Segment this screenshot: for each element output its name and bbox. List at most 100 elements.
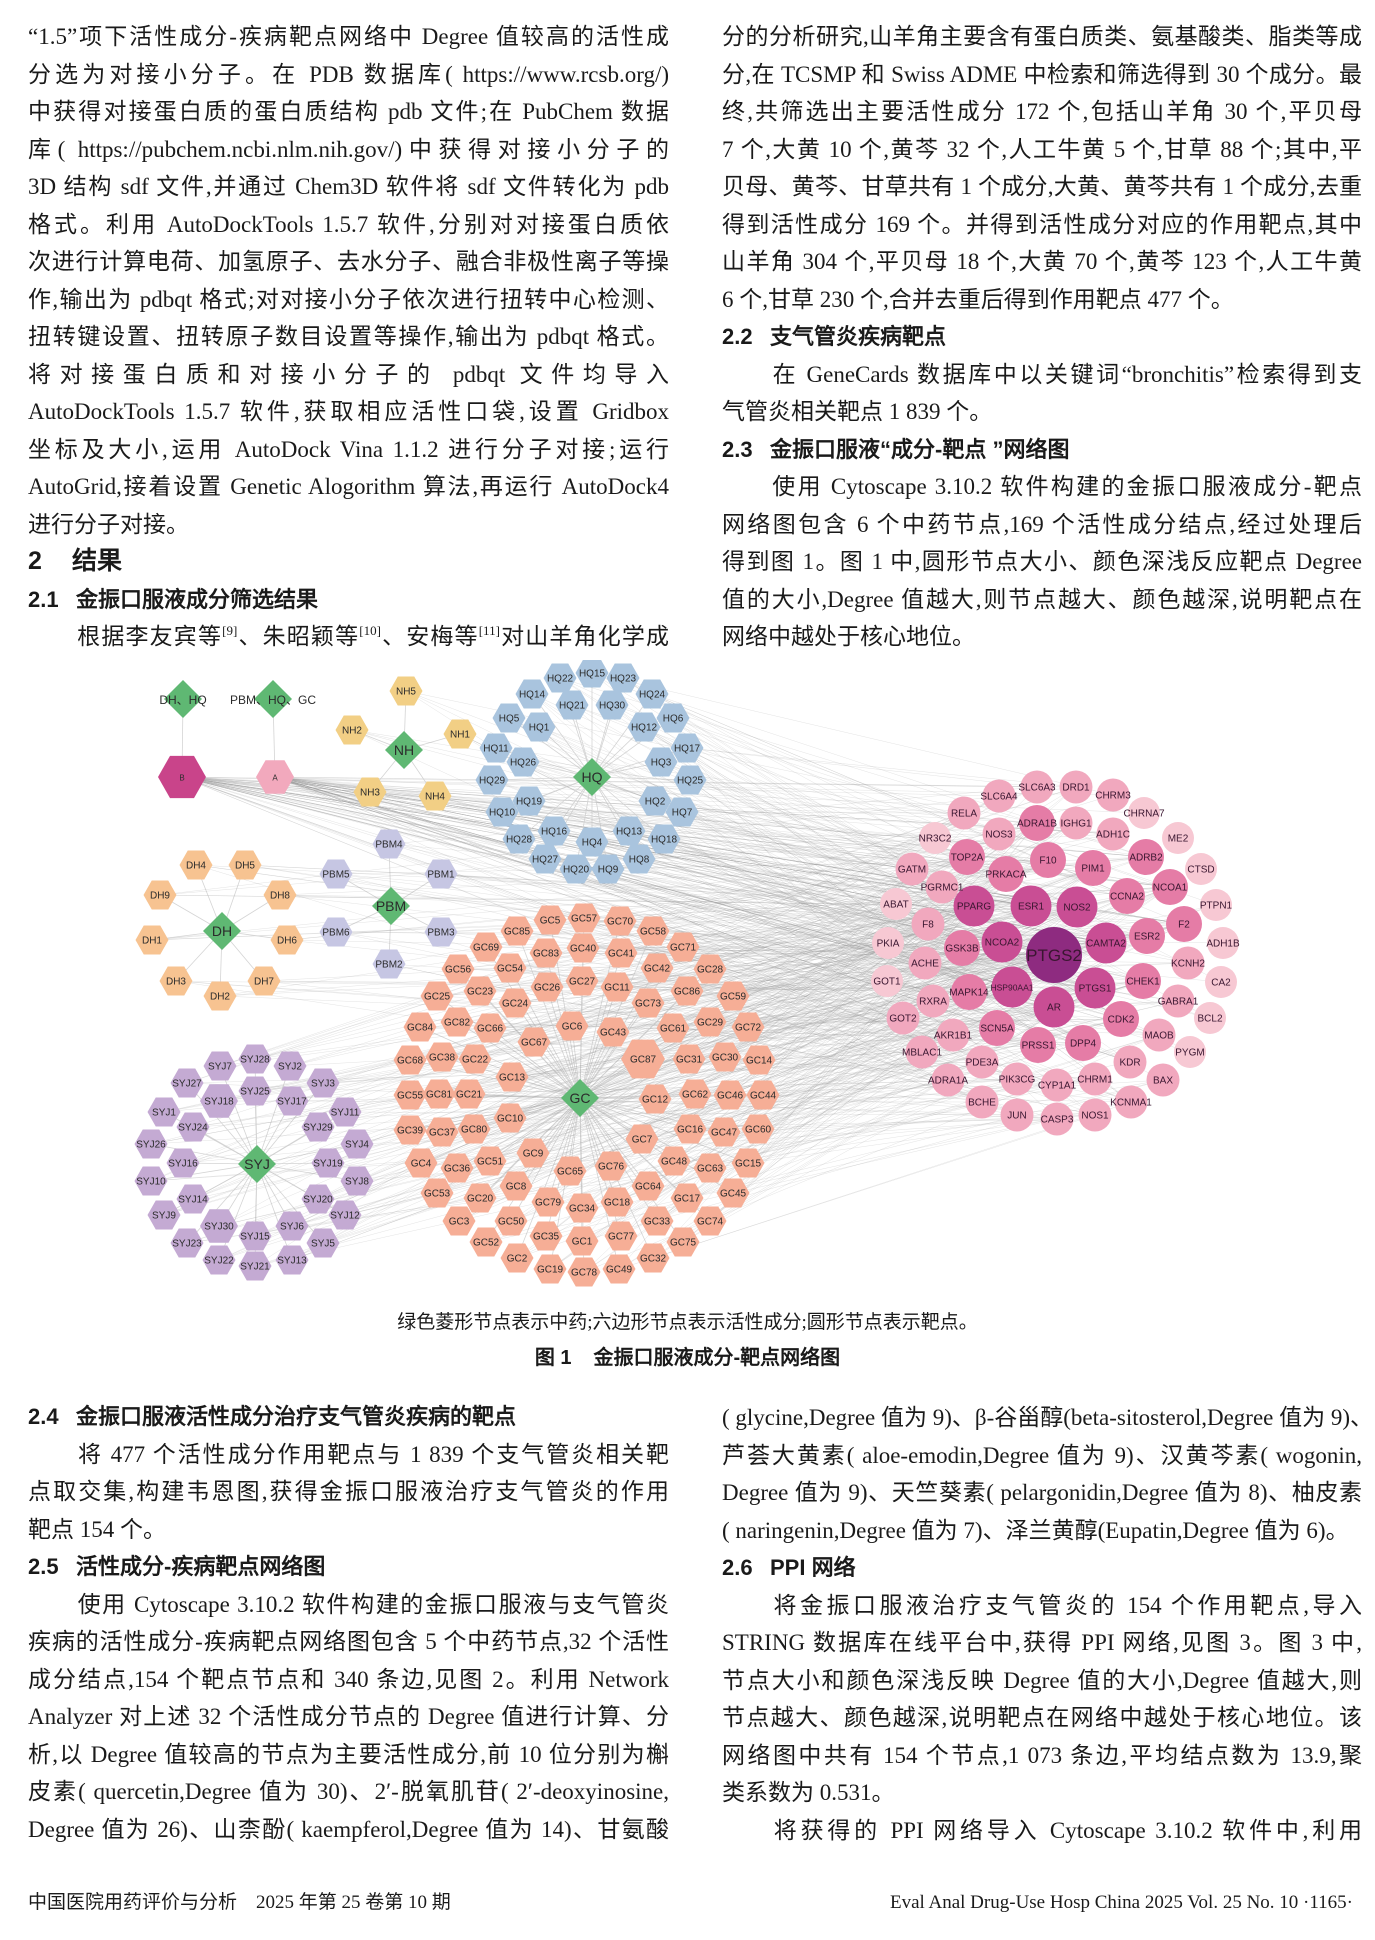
target-label: KCNH2: [1171, 959, 1205, 970]
ingredient-node: NH4: [418, 781, 452, 811]
hexagon-shape: [420, 1178, 454, 1208]
ingredient-target-edge: [510, 1018, 1122, 1222]
ingredient-node: SYJ14: [176, 1184, 210, 1214]
ingredient-label: HQ17: [674, 744, 701, 755]
ingredient-label: DH8: [270, 891, 290, 902]
target-label: GABRA1: [1158, 997, 1199, 1008]
hexagon-shape: [425, 1117, 459, 1147]
ingredient-label: SYJ6: [280, 1222, 304, 1233]
ingredient-target-edge: [724, 886, 1171, 1058]
ingredient-label: GC7: [632, 1135, 653, 1146]
ingredient-label: PBM3: [427, 928, 455, 939]
target-node: PIM1: [1075, 850, 1111, 886]
ingredient-target-edge: [663, 838, 1078, 908]
ingredient-node: SYJ9: [147, 1200, 181, 1230]
text-segment: 、安梅等: [380, 624, 479, 650]
ingredient-label: GC12: [642, 1095, 669, 1106]
ingredient-node: HQ21: [555, 690, 589, 720]
ingredient-node: SYJ5: [306, 1228, 340, 1258]
hexagon-shape: [566, 933, 600, 963]
herb-ingredient-edge: [256, 1163, 358, 1182]
hexagon-shape: [440, 1007, 474, 1037]
ingredient-node: HQ8: [622, 844, 656, 874]
ingredient-node: GC29: [693, 1007, 727, 1037]
figure-number: 图 1: [534, 1347, 572, 1369]
hexagon-shape: [567, 903, 601, 933]
ingredient-target-edge: [181, 776, 1003, 943]
hexagon-shape: [559, 854, 593, 884]
hexagon-shape: [636, 916, 670, 946]
ingredient-target-edge: [181, 776, 1013, 988]
ingredient-node: GC59: [716, 981, 750, 1011]
ingredient-label: SYJ11: [331, 1108, 360, 1119]
hexagon-shape: [512, 786, 546, 816]
herb-ingredient-edge: [579, 1058, 690, 1099]
target-label: RXRA: [919, 997, 947, 1008]
ingredient-node: SYJ1: [147, 1097, 181, 1127]
text-content: 3D 结构 sdf 文件,并通过 Chem3D 软件将 sdf 文件转化为 pd…: [28, 174, 669, 200]
ingredient-node: HQ25: [673, 765, 707, 795]
ingredient-target-edge: [181, 776, 1096, 989]
ingredient-node: GC60: [741, 1114, 775, 1144]
target-label: PIM1: [1081, 864, 1105, 875]
circle-shape: [1040, 1068, 1074, 1102]
hexagon-shape: [528, 844, 562, 874]
target-node: ESR1: [1010, 885, 1052, 927]
ingredient-target-edge: [495, 747, 965, 814]
circle-shape: [1065, 1025, 1101, 1061]
ingredient-label: GC15: [735, 1159, 762, 1170]
diamond-shape: [164, 680, 202, 718]
target-label: PTGS1: [1079, 984, 1112, 995]
target-node: F8: [911, 907, 945, 941]
target-node: CYP1A1: [1038, 1068, 1077, 1102]
ingredient-label: GC22: [462, 1055, 489, 1066]
hexagon-shape: [301, 1112, 335, 1142]
target-node: ESR2: [1129, 918, 1165, 954]
ingredient-label: HQ15: [579, 669, 606, 680]
ingredient-label: NH1: [450, 730, 470, 741]
ingredient-node: SYJ28: [238, 1044, 272, 1074]
ingredient-label: HQ23: [610, 674, 637, 685]
target-label: DPP4: [1070, 1039, 1097, 1050]
ingredient-target-edge: [546, 906, 1078, 988]
circle-shape: [1171, 946, 1205, 980]
ingredient-node: GC15: [731, 1148, 765, 1178]
ingredient-label: GC74: [697, 1217, 724, 1228]
herb-ingredient-edge: [579, 1097, 675, 1162]
text-content: 成分结点,154 个靶点节点和 340 条边,见图 2。利用 Network: [28, 1666, 669, 1692]
hexagon-shape: [673, 765, 707, 795]
ingredient-target-edge: [181, 776, 998, 1029]
hexagon-shape: [176, 1184, 210, 1214]
circle-shape: [982, 779, 1016, 813]
text-line: ( glycine,Degree 值为 9)、β-谷甾醇(beta-sitost…: [722, 1399, 1362, 1437]
text-line: 成分结点,154 个靶点节点和 340 条边,见图 2。利用 Network: [28, 1661, 669, 1699]
target-label: CYP1A1: [1038, 1081, 1077, 1092]
circle-shape: [1096, 817, 1130, 851]
text-content: 靶点 154 个。: [28, 1516, 166, 1542]
ingredient-node: GC82: [440, 1007, 474, 1037]
ingredient-node: GC58: [636, 916, 670, 946]
text-line: 作,输出为 pdbqt 格式;对对接小分子依次进行扭转中心检测、: [28, 281, 669, 319]
ingredient-target-edge: [175, 980, 983, 1103]
ingredient-target-edge: [150, 1118, 1058, 1182]
ingredient-node: PBM1: [424, 859, 458, 889]
hexagon-shape: [393, 1115, 427, 1145]
target-label: KDR: [1119, 1058, 1140, 1069]
section-title: 金振口服液“成分-靶点 ”网络图: [770, 436, 1070, 462]
ingredient-label: SYJ13: [277, 1256, 307, 1267]
target-node: GABRA1: [1158, 984, 1199, 1018]
text-content: 在 GeneCards 数据库中以关键词“bronchitis”检索得到支: [770, 361, 1362, 387]
text-content: 进行分子对接。: [28, 511, 189, 537]
text-content: 分,在 TCSMP 和 Swiss ADME 中检索和筛选得到 30 个成分。最: [722, 61, 1362, 87]
text-content: AutoGrid,接着设置 Genetic Alogorithm 算法,再运行 …: [28, 474, 669, 500]
hexagon-shape: [693, 1007, 727, 1037]
citation-ref: [9]: [222, 623, 238, 639]
circle-shape: [1020, 770, 1054, 804]
ingredient-label: HQ27: [532, 855, 559, 866]
ingredient-target-edge: [545, 1118, 1058, 1237]
ingredient-label: SYJ15: [240, 1232, 270, 1243]
hexagon-shape: [159, 966, 193, 996]
